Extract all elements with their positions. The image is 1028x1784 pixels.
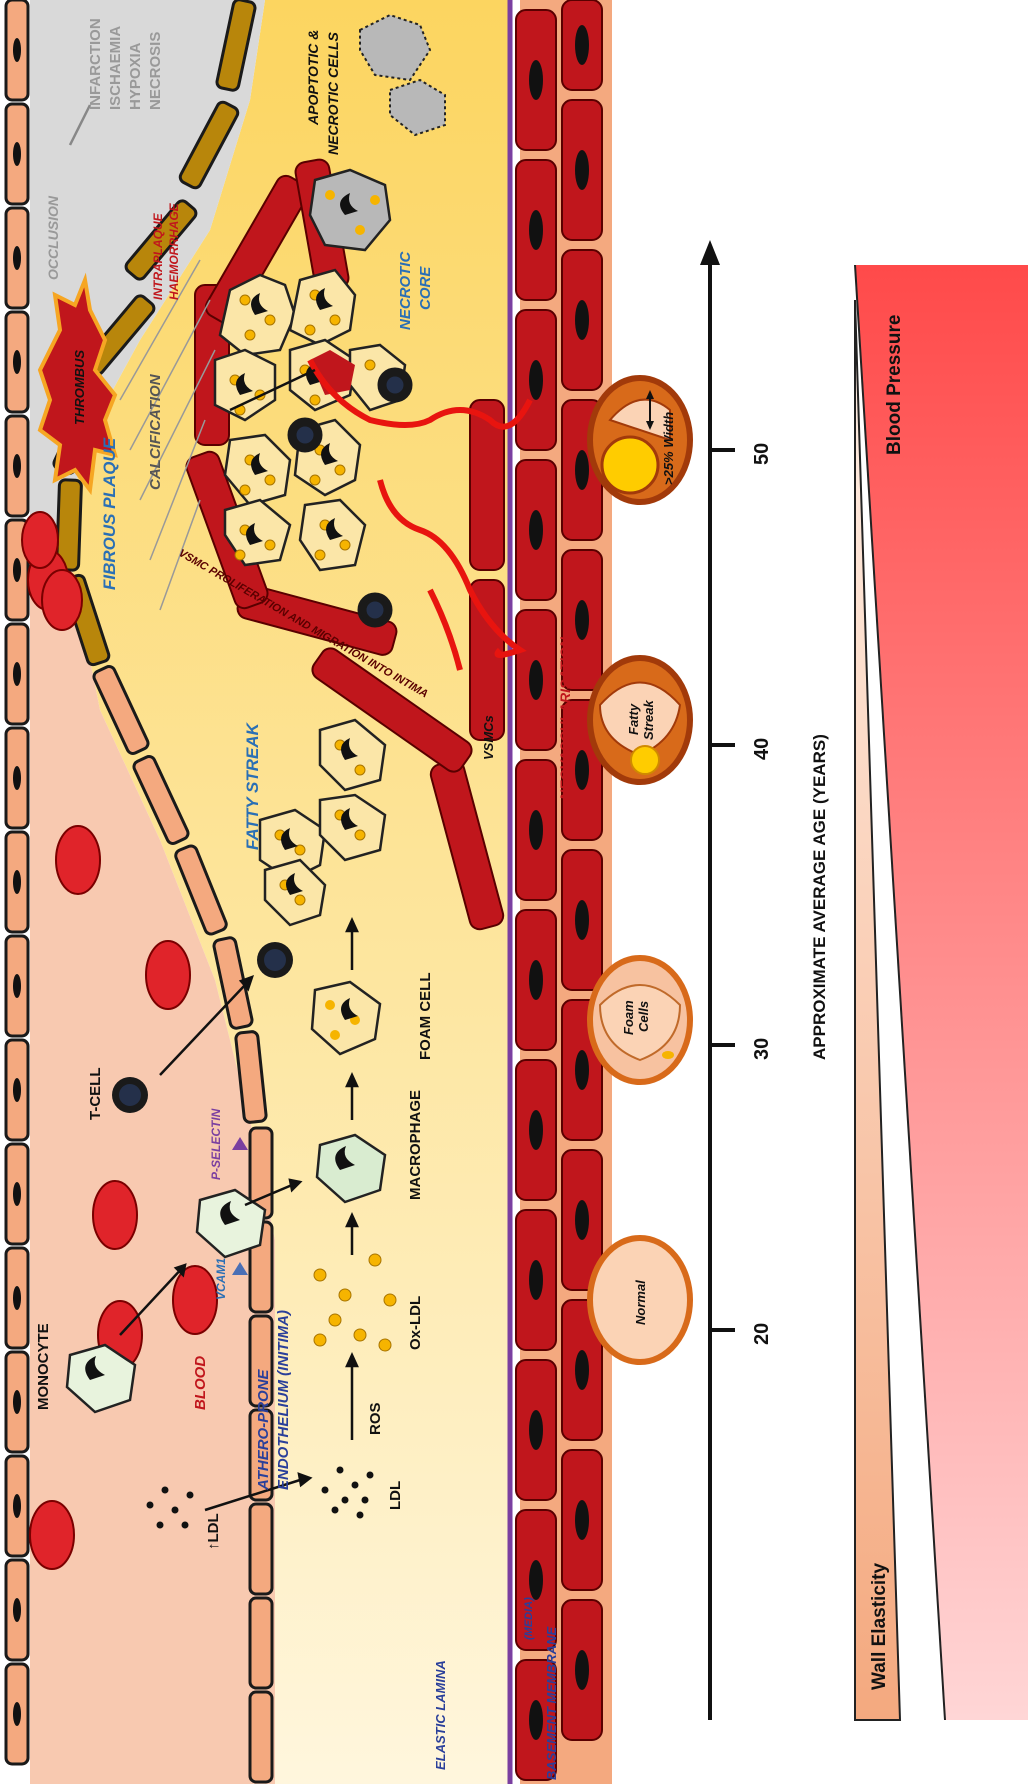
necrosis-label: NECROSIS [147, 32, 164, 110]
stage-fatty-streak: Fatty Streak [590, 658, 690, 782]
blood-pressure-label: Blood Pressure [884, 315, 905, 455]
elastic-lamina-label: ELASTIC LAMINA [433, 1660, 448, 1770]
calcification-label: CALCIFICATION [147, 373, 164, 490]
svg-text:Cells: Cells [636, 1001, 651, 1032]
vsmcs-label: VSMCs [481, 715, 496, 760]
neovascularisation-label: NEOVASCULARISATION [557, 636, 573, 800]
athero-prone-label: ATHERO-PRONE [255, 1368, 272, 1491]
basement-membrane-label: BASEMENT MEMBRANE [544, 1627, 559, 1780]
ldl-label: LDL [387, 1481, 404, 1510]
timeline: 20 30 40 50 APPROXIMATE AVERAGE AGE (YEA… [590, 240, 829, 1720]
vcam1-label: VCAM1 [214, 1258, 228, 1300]
intraplaque-label-1: INTRAPLAQUE [151, 212, 165, 300]
timeline-axis-label: APPROXIMATE AVERAGE AGE (YEARS) [810, 734, 829, 1060]
intraplaque-label-2: HAEMORRHAGE [167, 202, 181, 300]
blood-label: BLOOD [192, 1356, 209, 1410]
svg-text:Fatty: Fatty [626, 703, 641, 735]
tick-30: 30 [751, 1038, 773, 1060]
svg-text:Streak: Streak [641, 699, 656, 740]
ros-label: ROS [367, 1402, 384, 1435]
svg-text:>25% Width: >25% Width [661, 412, 676, 485]
infarction-label: INFARCTION [87, 18, 104, 110]
p-selectin-label: P-SELECTIN [209, 1108, 223, 1180]
apoptotic-label-1: APOPTOTIC & [305, 30, 321, 126]
hypoxia-label: HYPOXIA [127, 42, 144, 110]
monocyte-label: MONOCYTE [35, 1323, 52, 1410]
tick-50: 50 [751, 443, 773, 465]
wall-elasticity-label: Wall Elasticity [869, 1563, 890, 1690]
t-cell-label: T-CELL [87, 1068, 104, 1121]
occlusion-label: OCCLUSION [45, 195, 61, 280]
foam-cell-label: FOAM CELL [417, 973, 434, 1061]
necrotic-core-label-2: CORE [417, 266, 434, 310]
apoptotic-label-2: NECROTIC CELLS [325, 31, 341, 155]
ox-ldl-label: Ox-LDL [407, 1296, 424, 1350]
ischaemia-label: ISCHAEMIA [107, 26, 124, 110]
macrophage-label: MACROPHAGE [407, 1090, 424, 1200]
stage-normal: Normal [590, 1238, 690, 1362]
fibrous-plaque-label: FIBROUS PLAQUE [100, 437, 119, 590]
svg-text:Foam: Foam [621, 1000, 636, 1035]
stage-advanced: >25% Width [590, 378, 690, 502]
tick-20: 20 [751, 1323, 773, 1345]
risk-gradients: Wall Elasticity Blood Pressure [855, 265, 1028, 1720]
svg-text:Normal: Normal [633, 1280, 648, 1325]
timeline-arrowhead [700, 240, 720, 265]
fatty-streak-label: FATTY STREAK [243, 721, 262, 850]
media-label: (MEDIA) [523, 1597, 535, 1640]
stage-foam-cells: Foam Cells [590, 958, 690, 1082]
tick-40: 40 [751, 738, 773, 760]
vessel-cross-section [6, 0, 612, 1784]
ldl-up-label: ↑LDL [205, 1513, 222, 1550]
thrombus-label: THROMBUS [72, 350, 87, 425]
endothelium-label: ENDOTHELIUM (INITIMA) [275, 1310, 292, 1490]
necrotic-core-label-1: NECROTIC [397, 251, 414, 331]
